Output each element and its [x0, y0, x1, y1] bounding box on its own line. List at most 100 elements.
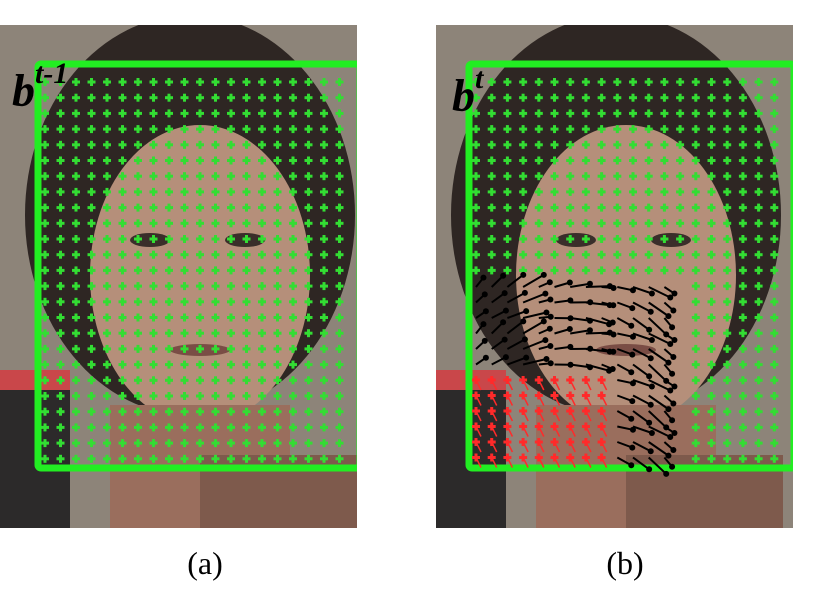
- grid-point-v: [121, 266, 124, 275]
- grid-point-v: [600, 438, 604, 446]
- grid-point-v: [537, 453, 541, 462]
- occluded-vector: [522, 395, 529, 406]
- grid-point-v: [710, 423, 713, 432]
- motion-vector: [632, 394, 652, 406]
- grid-point-v: [615, 93, 619, 102]
- grid-point-v: [198, 140, 202, 149]
- grid-point-v: [505, 219, 509, 228]
- grid-point-v: [229, 156, 233, 165]
- grid-point-v: [757, 78, 761, 86]
- grid-point-v: [521, 125, 525, 134]
- grid-point-v: [521, 266, 525, 275]
- motion-vector: [632, 317, 650, 331]
- motion-vector-head: [480, 274, 487, 281]
- grid-point-v: [167, 250, 171, 259]
- grid-point-v: [505, 203, 509, 212]
- grid-point-v: [725, 235, 729, 243]
- grid-point-v: [198, 250, 202, 259]
- grid-point-v: [59, 360, 62, 369]
- grid-point-v: [537, 203, 541, 212]
- grid-point-v: [136, 172, 140, 181]
- grid-point-v: [521, 235, 525, 243]
- grid-point-v: [772, 423, 776, 432]
- grid-point-v: [105, 93, 109, 102]
- motion-vector: [506, 291, 526, 304]
- grid-point-v: [710, 344, 713, 353]
- grid-point-v: [74, 313, 78, 322]
- grid-point-v: [229, 439, 233, 448]
- motion-vector-head: [647, 401, 654, 408]
- occluded-vector: [475, 441, 482, 453]
- grid-point-v: [322, 454, 326, 463]
- grid-point-v: [260, 93, 264, 102]
- grid-point-v: [772, 187, 776, 196]
- grid-point-v: [694, 125, 698, 134]
- occluded-vector: [600, 441, 608, 453]
- grid-point-v: [710, 329, 713, 338]
- grid-point-v: [74, 344, 78, 353]
- motion-vector-head: [547, 360, 554, 367]
- grid-point-v: [43, 439, 47, 448]
- grid-point-v: [152, 140, 155, 149]
- grid-point-v: [322, 360, 326, 369]
- grid-point-v: [152, 329, 155, 338]
- motion-vector: [632, 286, 653, 295]
- grid-point-v: [245, 376, 248, 385]
- motion-vector: [522, 358, 547, 366]
- grid-point-v: [338, 109, 341, 118]
- grid-point-v: [307, 78, 310, 86]
- grid-point-v: [490, 187, 494, 196]
- grid-point-v: [43, 235, 47, 243]
- grid-point-v: [757, 125, 761, 134]
- grid-point-v: [741, 266, 745, 275]
- grid-point-v: [521, 422, 525, 431]
- occluded-vector: [506, 410, 514, 422]
- grid-point-v: [647, 93, 651, 102]
- motion-vector: [585, 285, 610, 288]
- motion-vector-head: [667, 341, 674, 348]
- grid-point-v: [553, 125, 556, 134]
- grid-point-v: [338, 250, 341, 259]
- motion-vector: [585, 363, 610, 372]
- motion-vector-head: [646, 326, 653, 333]
- grid-point-v: [568, 203, 572, 212]
- grid-point-v: [291, 203, 295, 212]
- grid-point-v: [90, 250, 93, 259]
- grid-point-v: [694, 250, 698, 259]
- occluded-vector: [475, 457, 482, 468]
- grid-point-v: [322, 156, 326, 165]
- grid-point-v: [183, 297, 186, 306]
- grid-point-v: [43, 93, 47, 102]
- grid-point-v: [474, 109, 478, 118]
- occluded-vector: [585, 410, 592, 422]
- motion-vector-head: [610, 302, 617, 309]
- grid-point-v: [214, 282, 217, 291]
- grid-point-v: [121, 376, 124, 385]
- motion-vector-head: [629, 305, 636, 312]
- grid-point-v: [322, 423, 326, 432]
- motion-vector: [585, 331, 610, 335]
- grid-point-v: [772, 172, 776, 181]
- motion-vector: [522, 273, 545, 288]
- occluded-vector: [522, 426, 529, 437]
- grid-point-v: [521, 187, 525, 196]
- grid-point-v: [490, 125, 494, 134]
- grid-point-v: [757, 376, 761, 385]
- grid-point-v: [105, 360, 109, 369]
- grid-point-v: [276, 235, 279, 243]
- occluded-vector: [553, 426, 561, 437]
- grid-point-v: [694, 423, 698, 432]
- grid-point-v: [245, 125, 248, 134]
- grid-point-v: [276, 313, 279, 322]
- grid-point-v: [757, 140, 761, 149]
- grid-point-v: [741, 454, 745, 463]
- grid-point-v: [490, 109, 494, 118]
- grid-point-v: [338, 423, 341, 432]
- grid-point-v: [600, 156, 604, 165]
- grid-point-v: [43, 219, 47, 228]
- grid-point-v: [198, 187, 202, 196]
- grid-point-v: [521, 78, 525, 86]
- grid-point-v: [741, 250, 745, 259]
- motion-vector-head: [669, 370, 676, 377]
- grid-point-v: [537, 407, 541, 415]
